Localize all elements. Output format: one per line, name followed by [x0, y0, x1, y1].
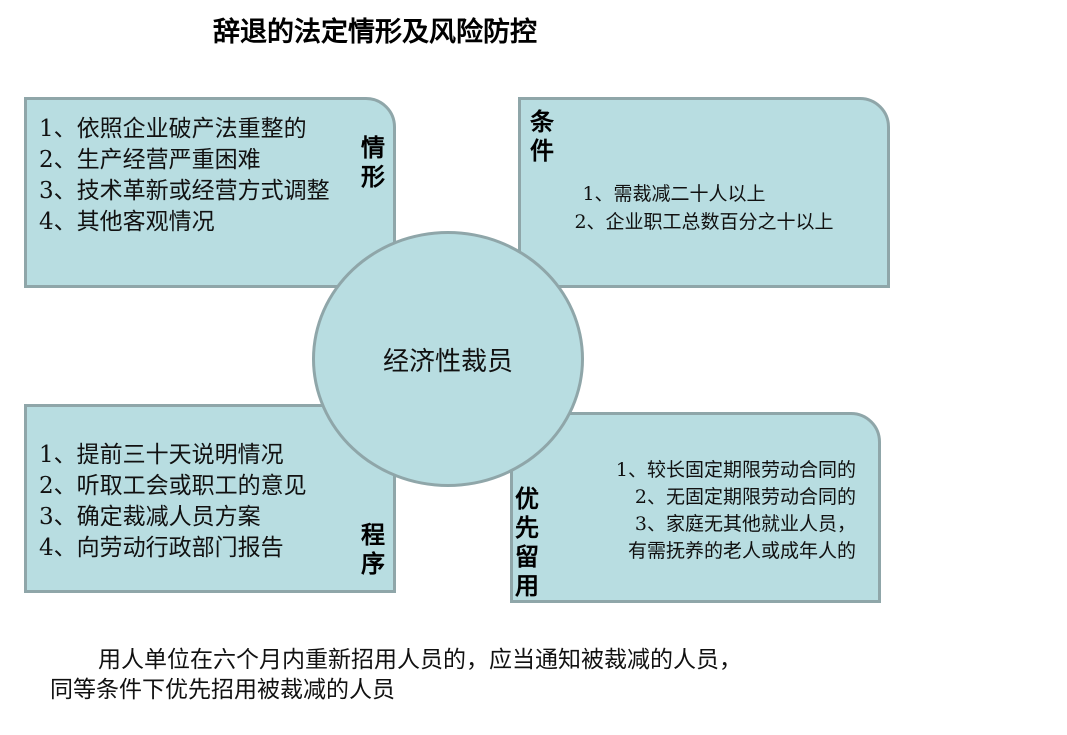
- procedure-label: 程 序: [359, 521, 387, 579]
- label-char: 优: [515, 485, 539, 513]
- procedure-list: 1、提前三十天说明情况 2、听取工会或职工的意见 3、确定裁减人员方案 4、向劳…: [39, 440, 307, 564]
- list-item: 3、技术革新或经营方式调整: [39, 178, 330, 204]
- center-circle: 经济性裁员: [312, 231, 584, 487]
- procedure-box: 1、提前三十天说明情况 2、听取工会或职工的意见 3、确定裁减人员方案 4、向劳…: [24, 404, 396, 593]
- list-item: 4、其他客观情况: [39, 209, 215, 235]
- list-item: 4、向劳动行政部门报告: [39, 535, 284, 561]
- label-char: 条: [530, 108, 554, 136]
- label-char: 程: [361, 521, 385, 549]
- footer-line-1: 用人单位在六个月内重新招用人员的，应当通知被裁减的人员，: [98, 647, 742, 673]
- priority-retention-label: 优 先 留 用: [513, 485, 541, 601]
- priority-retention-box: 优 先 留 用 1、较长固定期限劳动合同的 2、无固定期限劳动合同的 3、家庭无…: [510, 412, 881, 603]
- footer-note: 用人单位在六个月内重新招用人员的，应当通知被裁减的人员， 同等条件下优先招用被裁…: [50, 645, 742, 705]
- situations-label: 情 形: [359, 134, 387, 192]
- label-char: 序: [361, 550, 385, 578]
- situations-box: 1、依照企业破产法重整的 2、生产经营严重困难 3、技术革新或经营方式调整 4、…: [24, 97, 396, 288]
- conditions-label: 条 件: [528, 108, 556, 166]
- label-char: 留: [515, 543, 539, 571]
- list-item: 1、提前三十天说明情况: [39, 442, 284, 468]
- list-item: 1、需裁减二十人以上: [582, 183, 766, 205]
- label-char: 用: [515, 572, 539, 600]
- page-title: 辞退的法定情形及风险防控: [213, 17, 537, 48]
- label-char: 件: [530, 137, 554, 165]
- footer-line-2: 同等条件下优先招用被裁减的人员: [50, 677, 395, 703]
- list-item: 2、无固定期限劳动合同的: [634, 486, 856, 508]
- list-item: 1、依照企业破产法重整的: [39, 116, 307, 142]
- conditions-list: 1、需裁减二十人以上 2、企业职工总数百分之十以上: [521, 180, 887, 236]
- list-item: 3、家庭无其他就业人员，: [634, 513, 856, 535]
- list-item: 2、生产经营严重困难: [39, 147, 261, 173]
- list-item: 2、企业职工总数百分之十以上: [574, 211, 834, 233]
- list-item: 有需抚养的老人或成年人的: [627, 540, 856, 562]
- label-char: 先: [515, 514, 539, 542]
- list-item: 3、确定裁减人员方案: [39, 504, 261, 530]
- center-label: 经济性裁员: [382, 346, 513, 377]
- list-item: 1、较长固定期限劳动合同的: [615, 459, 856, 481]
- label-char: 情: [361, 134, 385, 162]
- conditions-box: 条 件 1、需裁减二十人以上 2、企业职工总数百分之十以上: [518, 97, 890, 288]
- list-item: 2、听取工会或职工的意见: [39, 473, 307, 499]
- label-char: 形: [361, 163, 385, 191]
- situations-list: 1、依照企业破产法重整的 2、生产经营严重困难 3、技术革新或经营方式调整 4、…: [39, 114, 330, 238]
- priority-retention-list: 1、较长固定期限劳动合同的 2、无固定期限劳动合同的 3、家庭无其他就业人员， …: [616, 457, 856, 565]
